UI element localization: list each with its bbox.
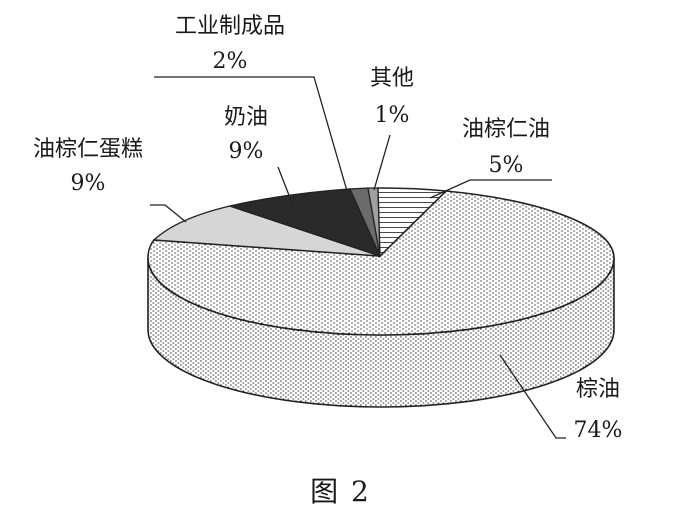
label-industrial-products-value: 2% xyxy=(213,49,248,74)
slice-palm-kernel-cake xyxy=(152,205,381,257)
label-palm-kernel-cake-name: 油棕仁蛋糕 xyxy=(33,137,143,162)
leader-line-other xyxy=(373,134,391,191)
leader-line-palm-kernel-oil xyxy=(429,179,552,199)
label-other-value: 1% xyxy=(375,103,410,128)
label-palm-oil-value: 74% xyxy=(574,418,623,443)
leader-line-butter xyxy=(277,166,293,204)
figure-caption: 图 2 xyxy=(310,475,371,508)
label-palm-kernel-oil-name: 油棕仁油 xyxy=(462,117,550,142)
leader-line-palm-oil xyxy=(499,354,566,439)
label-palm-kernel-oil-value: 5% xyxy=(489,153,524,178)
slice-palm-oil-top xyxy=(147,190,615,336)
label-palm-kernel-cake-value: 9% xyxy=(71,171,106,196)
leader-line-industrial-products xyxy=(154,76,348,192)
label-industrial-products-name: 工业制成品 xyxy=(175,14,285,39)
label-palm-oil-name: 棕油 xyxy=(576,377,620,402)
label-butter-name: 奶油 xyxy=(224,105,268,130)
label-butter-value: 9% xyxy=(229,139,264,164)
leader-line-palm-kernel-cake xyxy=(150,204,187,223)
slice-butter xyxy=(227,188,382,258)
label-other-name: 其他 xyxy=(370,66,414,91)
